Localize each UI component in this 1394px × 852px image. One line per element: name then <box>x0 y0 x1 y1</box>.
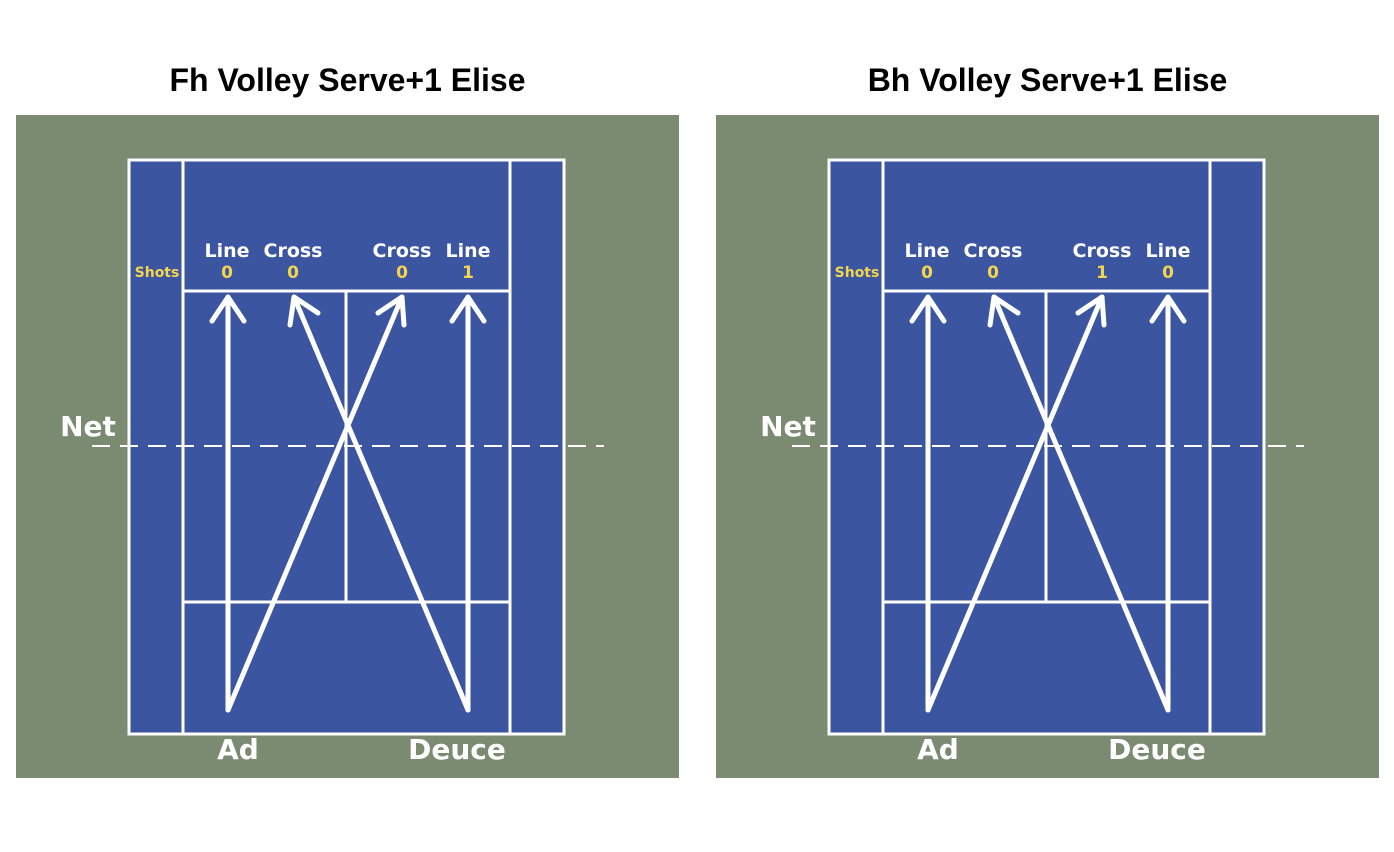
arrow-ad-line-head <box>209 294 247 324</box>
arrow-deuce-cross <box>991 294 1171 713</box>
target-count: 0 <box>987 263 999 283</box>
arrow-deuce-cross-head <box>987 294 1021 328</box>
target-count: 0 <box>921 263 933 283</box>
target-count: 1 <box>462 263 474 283</box>
arrow-deuce-line-head <box>1149 294 1187 324</box>
arrow-ad-cross <box>225 294 405 713</box>
shots-label: Shots <box>135 265 180 281</box>
arrow-deuce-cross-head <box>287 294 321 328</box>
target-label: Cross <box>1073 240 1132 262</box>
panel-title: Bh Volley Serve+1 Elise <box>867 62 1228 98</box>
ad-label: Ad <box>917 733 959 766</box>
arrow-ad-cross-head <box>1075 294 1107 328</box>
net-label: Net <box>760 410 816 443</box>
arrow-ad-line-head <box>909 294 947 324</box>
panel-title: Fh Volley Serve+1 Elise <box>169 62 526 98</box>
target-label: Line <box>904 240 949 262</box>
shot-arrows <box>909 294 1187 713</box>
target-label: Line <box>1145 240 1190 262</box>
target-label: Line <box>445 240 490 262</box>
target-label: Line <box>204 240 249 262</box>
arrow-ad-cross <box>925 294 1105 713</box>
target-label: Cross <box>264 240 323 262</box>
court-diagram: Shots Line 0 Cross 0 Cross 0 Line 1 Net … <box>16 115 679 778</box>
deuce-label: Deuce <box>1108 733 1206 766</box>
target-count: 0 <box>1162 263 1174 283</box>
target-count: 1 <box>1096 263 1108 283</box>
target-count: 0 <box>221 263 233 283</box>
court-panel-fh: Fh Volley Serve+1 Elise Shots Line 0 Cro… <box>16 0 679 852</box>
court-diagram: Shots Line 0 Cross 0 Cross 1 Line 0 Net … <box>716 115 1379 778</box>
arrow-deuce-line-head <box>449 294 487 324</box>
shots-label: Shots <box>835 265 880 281</box>
shot-arrows <box>209 294 487 713</box>
deuce-label: Deuce <box>408 733 506 766</box>
arrow-deuce-cross <box>291 294 471 713</box>
court-panel-bh: Bh Volley Serve+1 Elise Shots Line 0 Cro… <box>716 0 1379 852</box>
target-label: Cross <box>964 240 1023 262</box>
arrow-ad-cross-head <box>375 294 407 328</box>
target-label: Cross <box>373 240 432 262</box>
ad-label: Ad <box>217 733 259 766</box>
target-count: 0 <box>287 263 299 283</box>
net-label: Net <box>60 410 116 443</box>
target-count: 0 <box>396 263 408 283</box>
